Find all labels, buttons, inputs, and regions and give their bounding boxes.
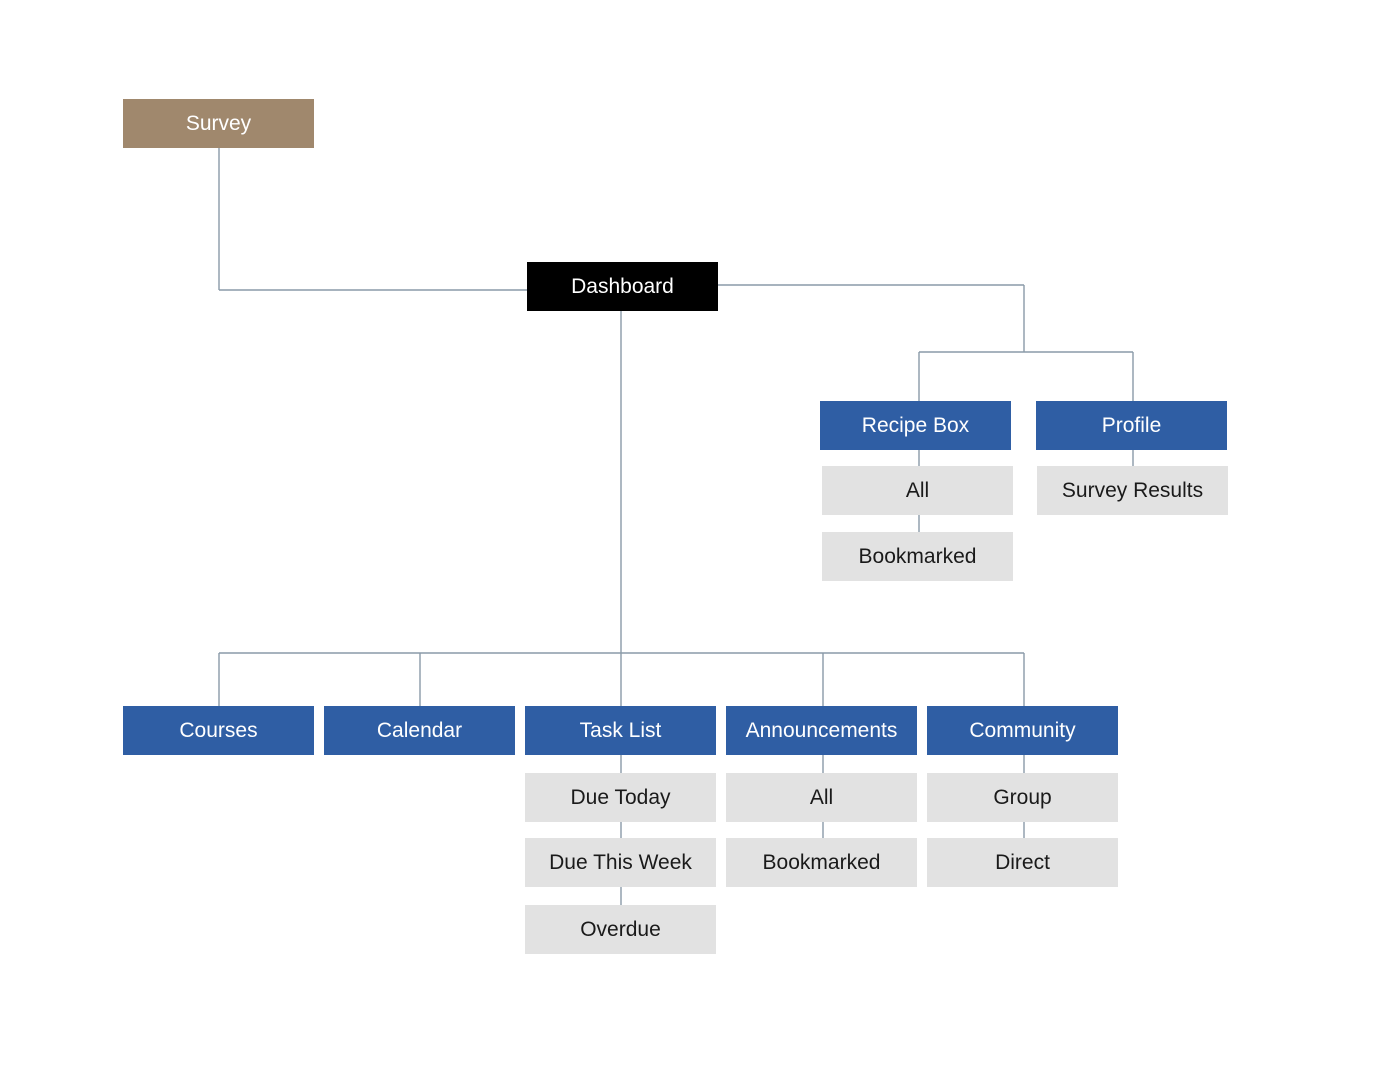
node-task-due-this-week[interactable]: Due This Week [525,838,716,887]
node-task-due-today[interactable]: Due Today [525,773,716,822]
node-calendar[interactable]: Calendar [324,706,515,755]
node-survey[interactable]: Survey [123,99,314,148]
node-task-overdue[interactable]: Overdue [525,905,716,954]
node-community-direct[interactable]: Direct [927,838,1118,887]
node-announcements[interactable]: Announcements [726,706,917,755]
node-recipe-box-bookmarked[interactable]: Bookmarked [822,532,1013,581]
node-profile[interactable]: Profile [1036,401,1227,450]
node-recipe-box-all[interactable]: All [822,466,1013,515]
node-community[interactable]: Community [927,706,1118,755]
node-announcements-bookmarked[interactable]: Bookmarked [726,838,917,887]
node-recipe-box[interactable]: Recipe Box [820,401,1011,450]
node-courses[interactable]: Courses [123,706,314,755]
node-profile-survey-results[interactable]: Survey Results [1037,466,1228,515]
node-community-group[interactable]: Group [927,773,1118,822]
node-announcements-all[interactable]: All [726,773,917,822]
node-task-list[interactable]: Task List [525,706,716,755]
node-dashboard[interactable]: Dashboard [527,262,718,311]
